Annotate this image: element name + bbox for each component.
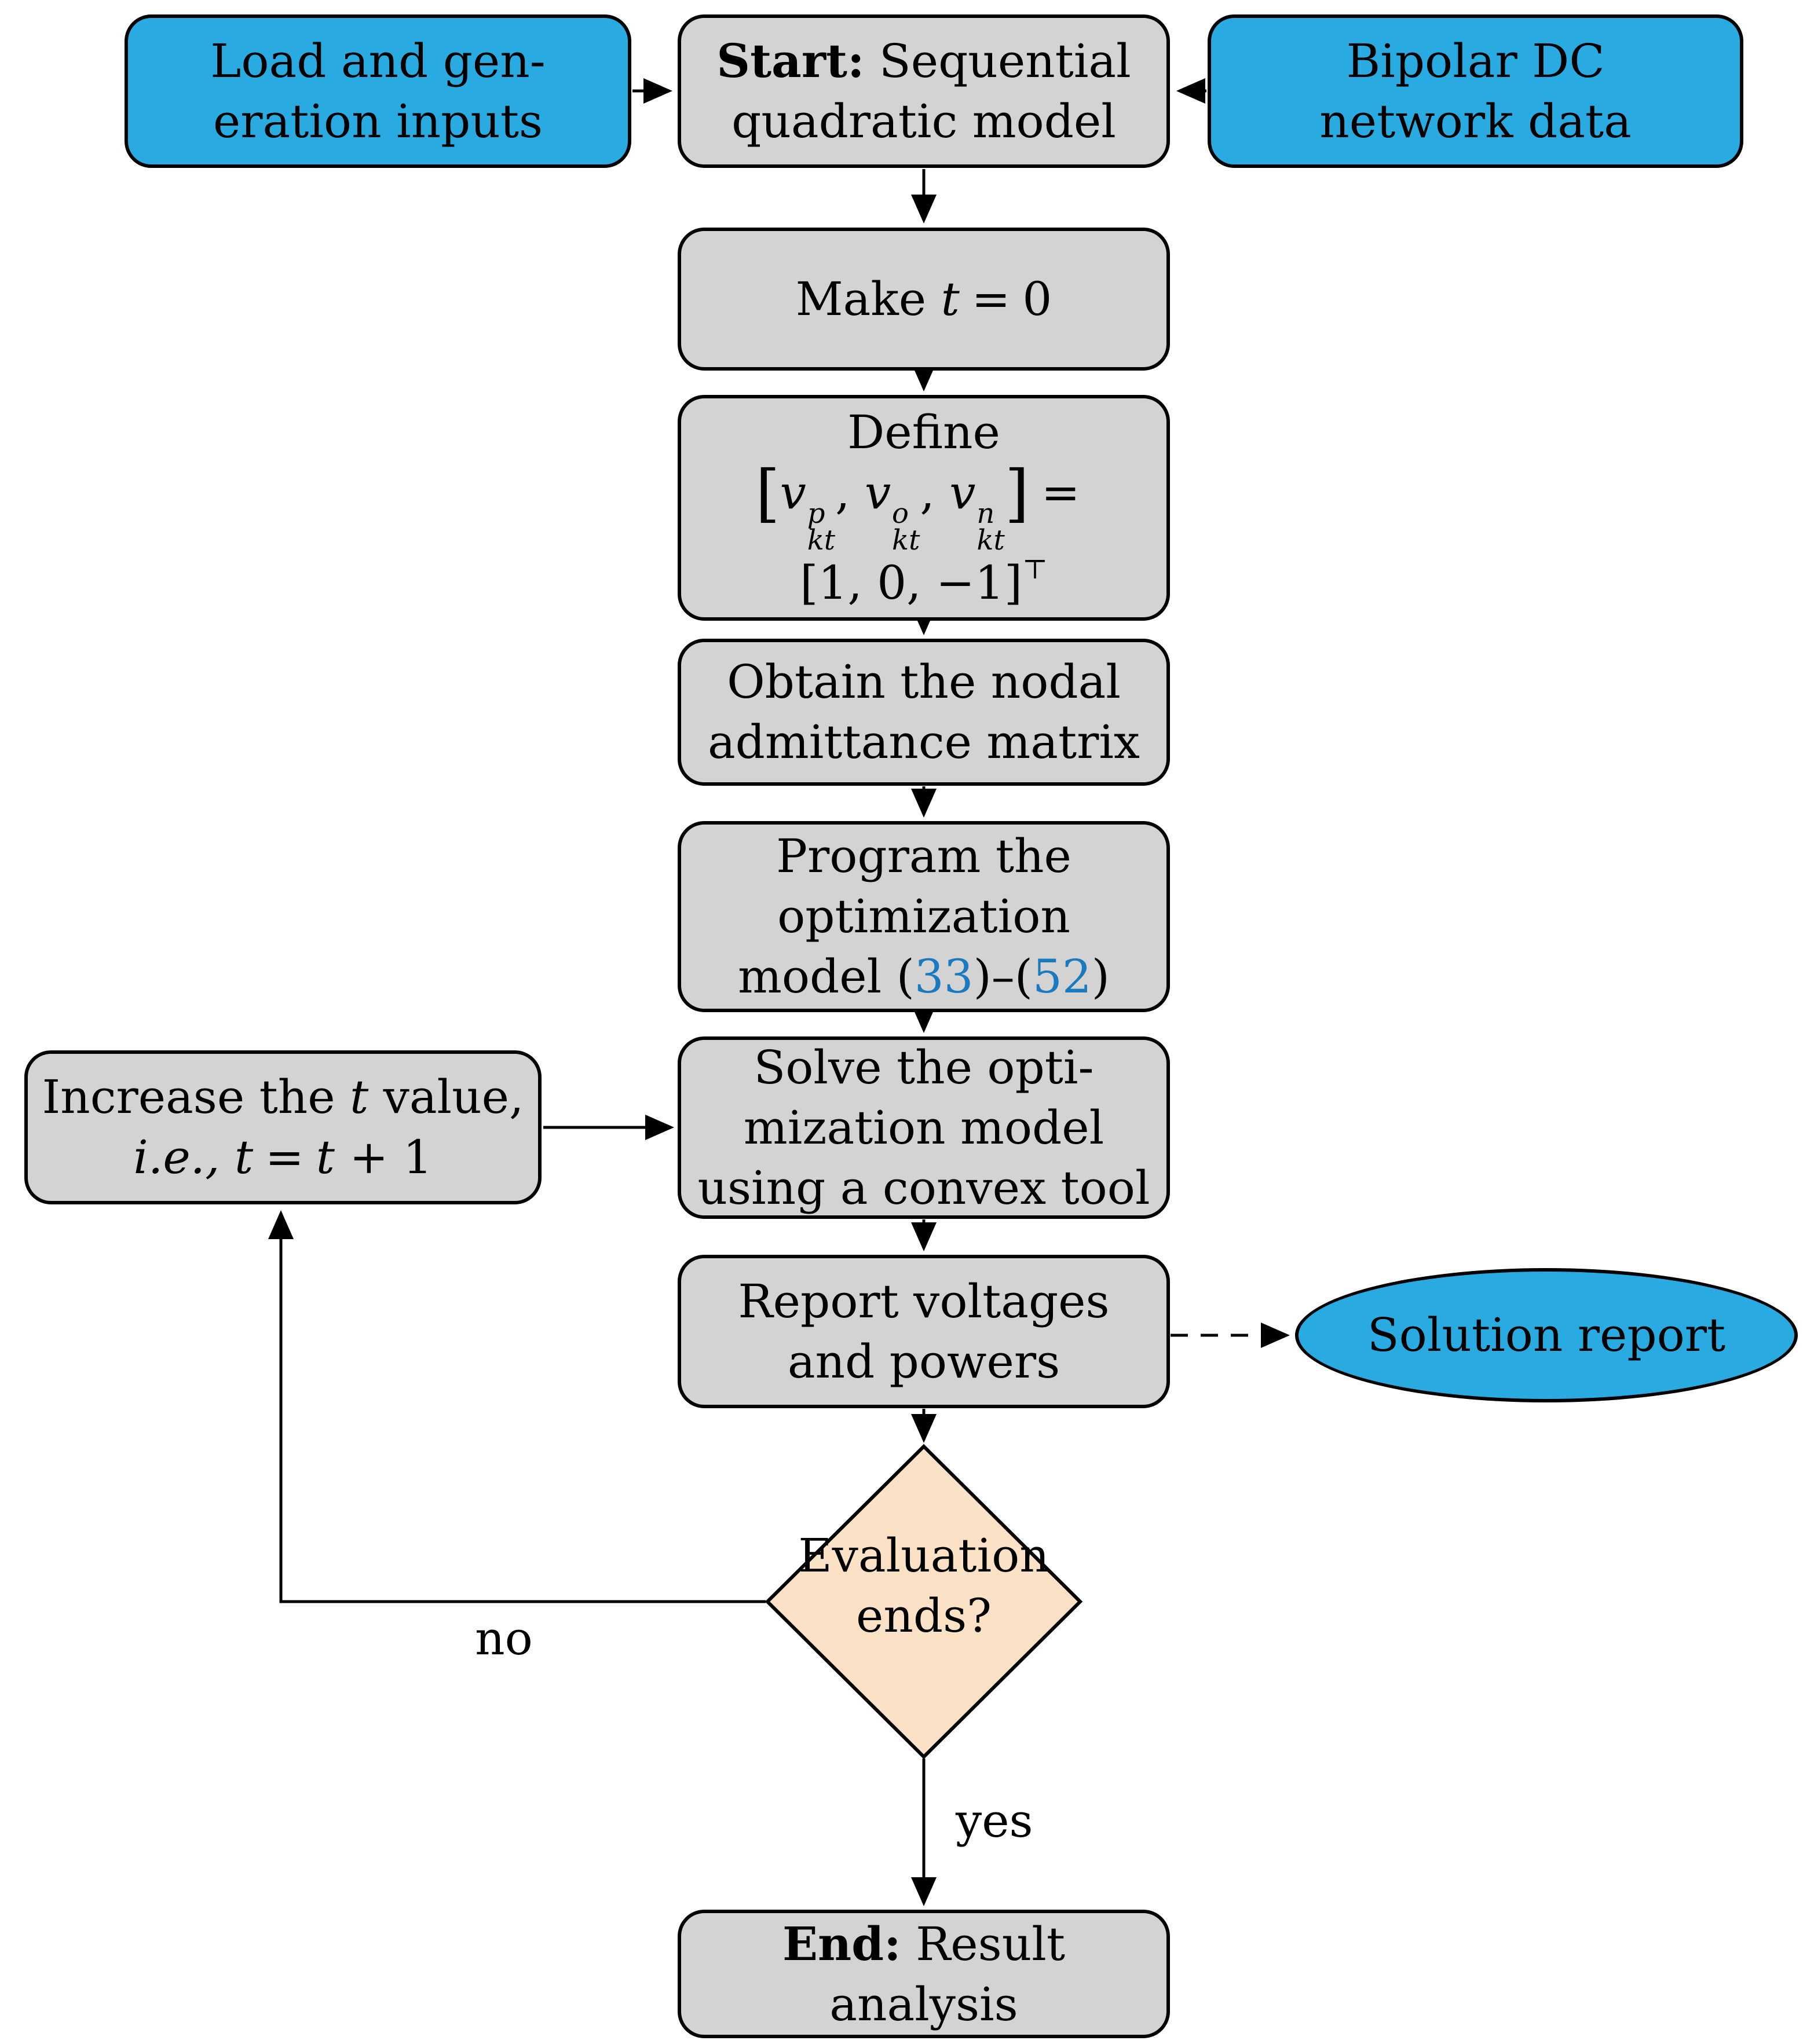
node-end-result-analysis: End: Result analysis (678, 1910, 1170, 2038)
separator: , (920, 465, 950, 519)
node-decision-evaluation-ends: Evaluation ends? (779, 1526, 1069, 1646)
math-var-v: v (780, 465, 806, 519)
node-obtain-admittance-matrix: Obtain the nodal admittance matrix (678, 639, 1170, 786)
equals-sign: = (971, 272, 1011, 326)
node-make-t-zero: Make t=0 (678, 228, 1170, 371)
node-text-line: Bipolar DC (1346, 34, 1605, 88)
math-var-v: v (864, 465, 891, 519)
node-text-line: using a convex tool (697, 1160, 1150, 1215)
left-bracket: [ (755, 457, 780, 530)
node-text: ) (1091, 950, 1110, 1003)
node-text-line: model (33)–(52) (738, 947, 1110, 1007)
math-var-t: t (350, 1070, 369, 1124)
node-bipolar-dc-network-data: Bipolar DC network data (1208, 14, 1743, 168)
node-text-line: admittance matrix (707, 715, 1140, 769)
math-var-v: v (949, 465, 976, 519)
math-value: 0 (1022, 272, 1052, 326)
node-text-line: Make t=0 (796, 269, 1052, 329)
math-var-t: t (941, 272, 960, 326)
ie-abbrev: i.e., (133, 1130, 235, 1184)
vector-values: [1, 0, −1] (800, 556, 1023, 610)
node-text-line: End: Result analysis (681, 1914, 1166, 2035)
node-text-line: i.e., t=t + 1 (133, 1127, 432, 1188)
node-text: Result analysis (829, 1917, 1065, 2031)
decision-diamond-shape (765, 1444, 1083, 1760)
equals-sign: = (265, 1130, 304, 1184)
node-text-line: Evaluation (798, 1529, 1049, 1583)
node-text-line: Start: Sequential (716, 31, 1131, 91)
edge-label-yes: yes (956, 1794, 1033, 1848)
node-text-line: Define (847, 405, 1000, 459)
node-text-line: eration inputs (213, 94, 543, 148)
math-expression: + 1 (334, 1130, 433, 1184)
node-text-line: network data (1319, 94, 1632, 148)
node-text-line: Load and gen- (210, 34, 546, 88)
node-text-line: quadratic model (732, 94, 1116, 148)
node-text: model ( (737, 950, 915, 1003)
start-keyword: Start: (716, 34, 865, 88)
node-increase-t-value: Increase the t value, i.e., t=t + 1 (24, 1050, 542, 1204)
node-text: )–( (973, 950, 1033, 1003)
node-text: Sequential (864, 34, 1131, 88)
node-text-line: Obtain the nodal (727, 655, 1121, 709)
edge-label-no: no (475, 1611, 533, 1665)
equation-ref-52: 52 (1033, 950, 1092, 1003)
node-report-voltages-powers: Report voltages and powers (678, 1255, 1170, 1408)
node-text-line: and powers (787, 1334, 1060, 1389)
node-text-line: Increase the t value, (42, 1067, 524, 1127)
node-text-line: Solution report (1367, 1308, 1726, 1362)
node-text: Increase the (42, 1070, 350, 1124)
node-program-optimization-model: Program the optimization model (33)–(52) (678, 821, 1170, 1012)
node-text-line: Report voltages (738, 1274, 1110, 1328)
node-text: Make (795, 272, 941, 326)
end-keyword: End: (782, 1916, 901, 1971)
math-var-t: t (234, 1130, 254, 1184)
node-text-line: Program the (776, 829, 1071, 883)
right-bracket: ] (1004, 457, 1029, 530)
equals-sign: = (1041, 465, 1080, 519)
arrow-decision-no-to-increase (268, 1210, 766, 1603)
transpose-symbol: ⊤ (1022, 554, 1048, 585)
node-start: Start: Sequential quadratic model (678, 14, 1170, 168)
node-text-line: Solve the opti- (754, 1040, 1094, 1094)
math-var-t: t (316, 1130, 335, 1184)
node-solve-optimization-model: Solve the opti- mization model using a c… (678, 1036, 1170, 1219)
node-load-generation-inputs: Load and gen- eration inputs (125, 14, 631, 168)
node-solution-report: Solution report (1295, 1268, 1798, 1402)
node-text-line: ends? (855, 1589, 992, 1643)
math-row-values: [1, 0, −1]⊤ (800, 553, 1048, 613)
node-text-line: mization model (743, 1100, 1105, 1155)
node-text-line: optimization (777, 889, 1070, 943)
equation-ref-33: 33 (914, 950, 974, 1003)
node-text: value, (368, 1070, 524, 1124)
separator: , (835, 465, 865, 519)
